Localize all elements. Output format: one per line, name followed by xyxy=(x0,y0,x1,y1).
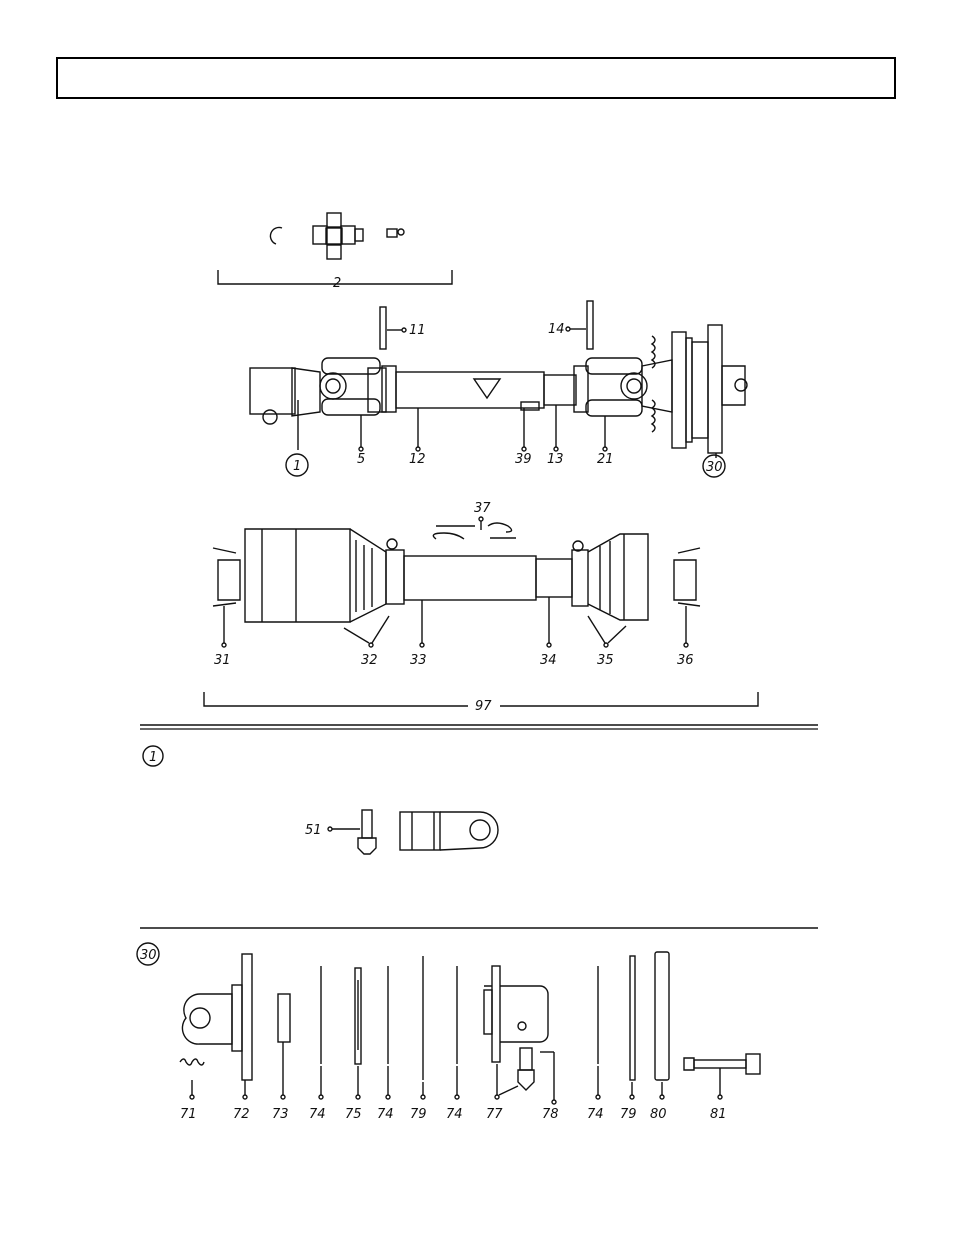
callout-79a: 79 xyxy=(410,1107,427,1122)
callout-31: 31 xyxy=(214,653,231,668)
bolt-51-drawing xyxy=(358,810,376,854)
cross-kit-group: 2 xyxy=(218,213,452,291)
guard-tube-34 xyxy=(536,559,572,597)
guard-tube-33 xyxy=(404,556,536,600)
outer-tube-13 xyxy=(544,375,576,405)
callout-74c: 74 xyxy=(446,1107,463,1122)
callout-30: 30 xyxy=(706,460,723,475)
callout-78: 78 xyxy=(542,1107,559,1122)
section-30-label: 30 xyxy=(140,948,157,963)
callout-74d: 74 xyxy=(587,1107,604,1122)
snap-ring-drawing xyxy=(270,227,282,244)
callout-71: 71 xyxy=(180,1107,197,1122)
callout-37: 37 xyxy=(474,501,491,516)
callout-73: 73 xyxy=(272,1107,289,1122)
callout-36: 36 xyxy=(677,653,694,668)
callout-35: 35 xyxy=(597,653,614,668)
pin-11-drawing xyxy=(380,307,386,349)
callout-1: 1 xyxy=(293,459,301,474)
shaft-assembly: 11 14 xyxy=(250,301,747,477)
callout-74b: 74 xyxy=(377,1107,394,1122)
cross-drawing xyxy=(313,213,363,259)
callout-75: 75 xyxy=(345,1107,362,1122)
shield-end-36 xyxy=(674,548,700,606)
section-1-label: 1 xyxy=(149,750,157,765)
callout-39: 39 xyxy=(515,452,532,467)
guard-assembly: 37 31 32 xyxy=(204,501,758,714)
callout-2: 2 xyxy=(333,276,341,291)
callout-12: 12 xyxy=(409,452,426,467)
yoke-drawing xyxy=(400,812,498,850)
outer-guard-cone xyxy=(245,529,350,622)
grease-fitting-drawing xyxy=(387,229,404,237)
callout-77: 77 xyxy=(486,1107,503,1122)
callout-13: 13 xyxy=(547,452,564,467)
callout-79b: 79 xyxy=(620,1107,637,1122)
callout-81: 81 xyxy=(710,1107,727,1122)
callout-14: 14 xyxy=(548,322,565,337)
callout-74a: 74 xyxy=(309,1107,326,1122)
callout-97: 97 xyxy=(475,699,492,714)
section-1: 1 51 xyxy=(143,746,498,854)
callout-32: 32 xyxy=(361,653,378,668)
callout-21: 21 xyxy=(597,452,614,467)
clutch-30-drawing xyxy=(652,325,747,453)
callout-33: 33 xyxy=(410,653,427,668)
callout-11: 11 xyxy=(409,323,426,338)
callout-80: 80 xyxy=(650,1107,667,1122)
callout-51: 51 xyxy=(305,823,322,838)
tube-profile-drawing xyxy=(474,379,500,398)
shield-end-31 xyxy=(213,548,240,606)
section-30: 30 xyxy=(137,943,760,1122)
inner-guard-cone xyxy=(588,534,648,620)
callout-72: 72 xyxy=(233,1107,250,1122)
left-yoke-bolt xyxy=(263,410,277,424)
left-yoke-housing xyxy=(250,368,295,414)
pin-14-drawing xyxy=(587,301,593,349)
callout-5: 5 xyxy=(357,452,365,467)
callout-34: 34 xyxy=(540,653,557,668)
left-yoke-body xyxy=(292,368,320,416)
